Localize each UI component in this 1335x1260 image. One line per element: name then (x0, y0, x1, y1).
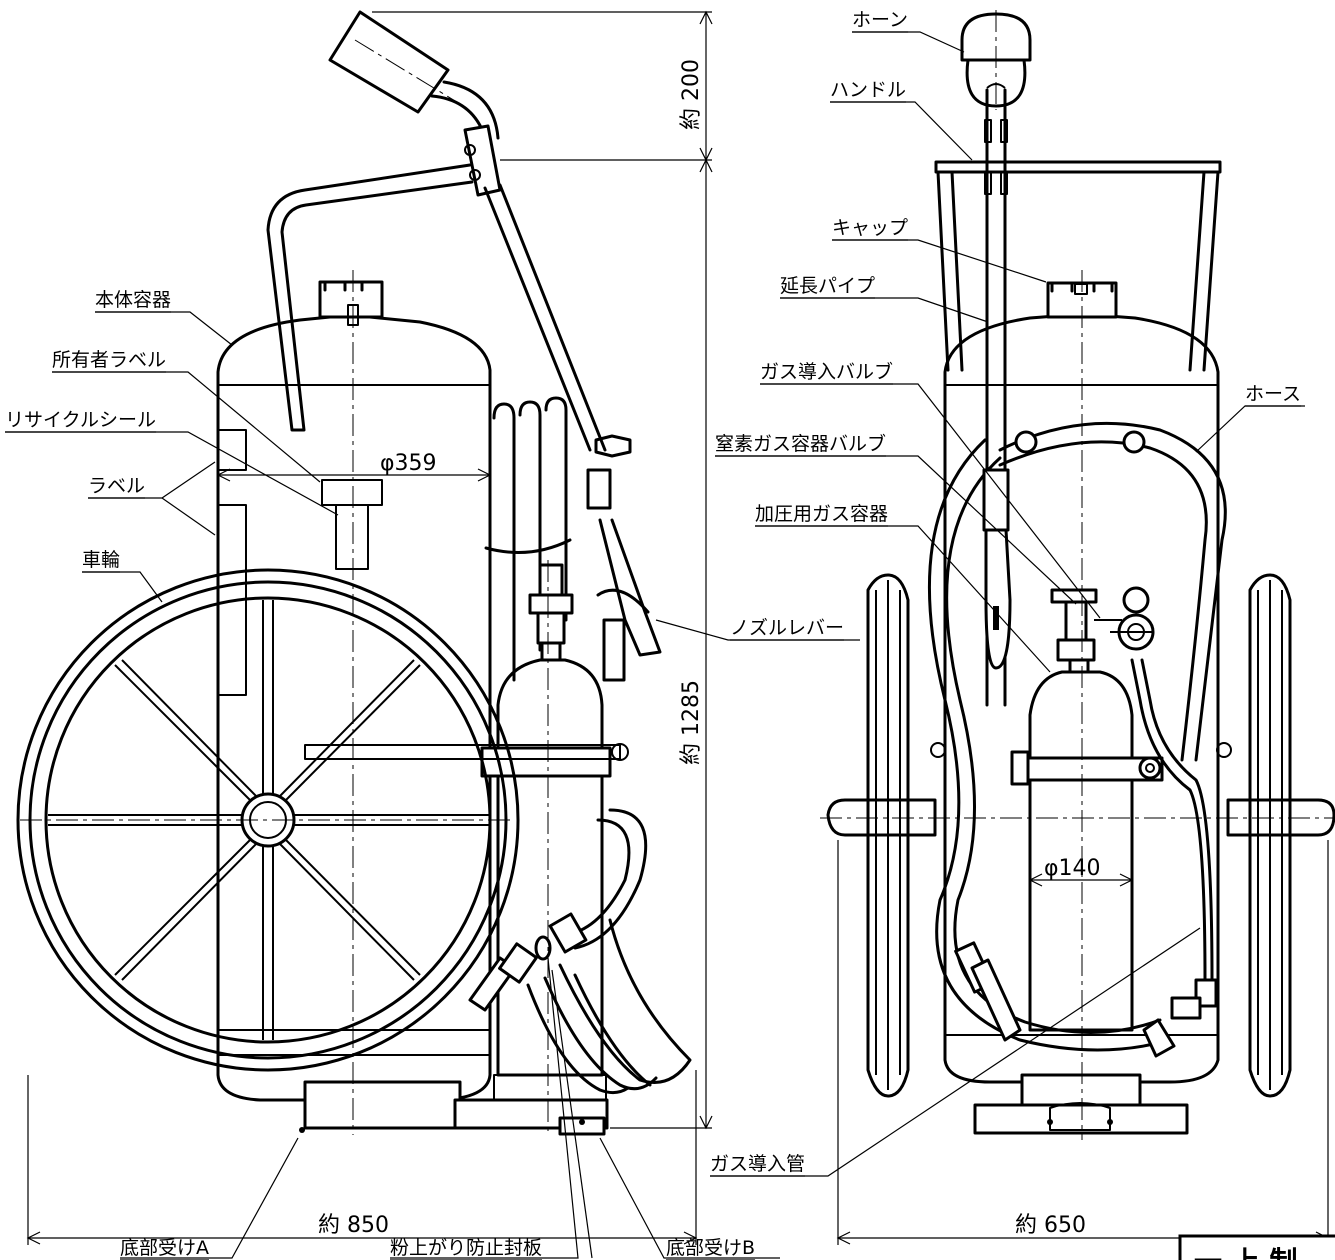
side-view: 本体容器 所有者ラベル リサイクルシール ラベル 車輪 ノズルレバー 底部受けA… (5, 10, 860, 1260)
side-dimension-lines (26, 10, 713, 1245)
label-bottom-support-a: 底部受けA (120, 1237, 209, 1259)
dim-total-height: 約 1285 (679, 680, 704, 765)
front-wheels (826, 573, 1335, 1098)
label-extension-pipe: 延長パイプ (780, 275, 875, 297)
label-label: ラベル (88, 475, 145, 497)
front-base (973, 1073, 1189, 1135)
side-hose-loops (468, 808, 692, 1095)
label-pressure-gas-container: 加圧用ガス容器 (755, 503, 888, 525)
front-dimension-lines (836, 840, 1330, 1245)
label-gas-inlet-tube: ガス導入管 (710, 1153, 805, 1175)
label-handle: ハンドル (830, 79, 906, 101)
side-centerlines (20, 270, 549, 1135)
label-recycle-seal: リサイクルシール (5, 409, 156, 431)
side-base (299, 1080, 609, 1136)
label-main-container: 本体容器 (95, 289, 171, 311)
dim-body-diameter: φ359 (380, 451, 437, 476)
stamp-box: 一 上 制 (1178, 1234, 1335, 1260)
front-gas-cylinder (1010, 586, 1218, 1032)
front-view: ホーン ハンドル キャップ 延長パイプ ガス導入バルブ ホース 窒素ガス容器バル… (710, 9, 1335, 1245)
stamp-text: 一 上 制 (1194, 1245, 1298, 1260)
side-hoses (484, 396, 662, 682)
label-cap: キャップ (832, 217, 908, 239)
front-nozzle (954, 468, 1022, 1042)
label-owner-label: 所有者ラベル (52, 349, 166, 371)
side-horn (328, 10, 502, 197)
dim-total-width: 約 650 (1015, 1213, 1086, 1238)
side-wheel (16, 568, 520, 1072)
label-powder-seal-plate: 粉上がり防止封板 (390, 1237, 542, 1259)
front-handle (934, 160, 1222, 372)
label-horn: ホーン (852, 9, 908, 31)
dim-total-depth: 約 850 (318, 1213, 389, 1238)
dim-cylinder-diameter: φ140 (1044, 856, 1101, 881)
dim-horn-height: 約 200 (679, 59, 704, 130)
side-handle (266, 163, 607, 452)
label-nitrogen-valve: 窒素ガス容器バルブ (715, 432, 886, 455)
label-gas-inlet-valve: ガス導入バルブ (760, 360, 893, 383)
front-centerlines (820, 10, 1335, 1140)
label-hose: ホース (1245, 383, 1301, 405)
label-bottom-support-b: 底部受けB (666, 1237, 755, 1259)
side-gas-cylinder (304, 563, 629, 1106)
label-nozzle-lever: ノズルレバー (730, 617, 844, 639)
label-wheel: 車輪 (82, 549, 120, 571)
